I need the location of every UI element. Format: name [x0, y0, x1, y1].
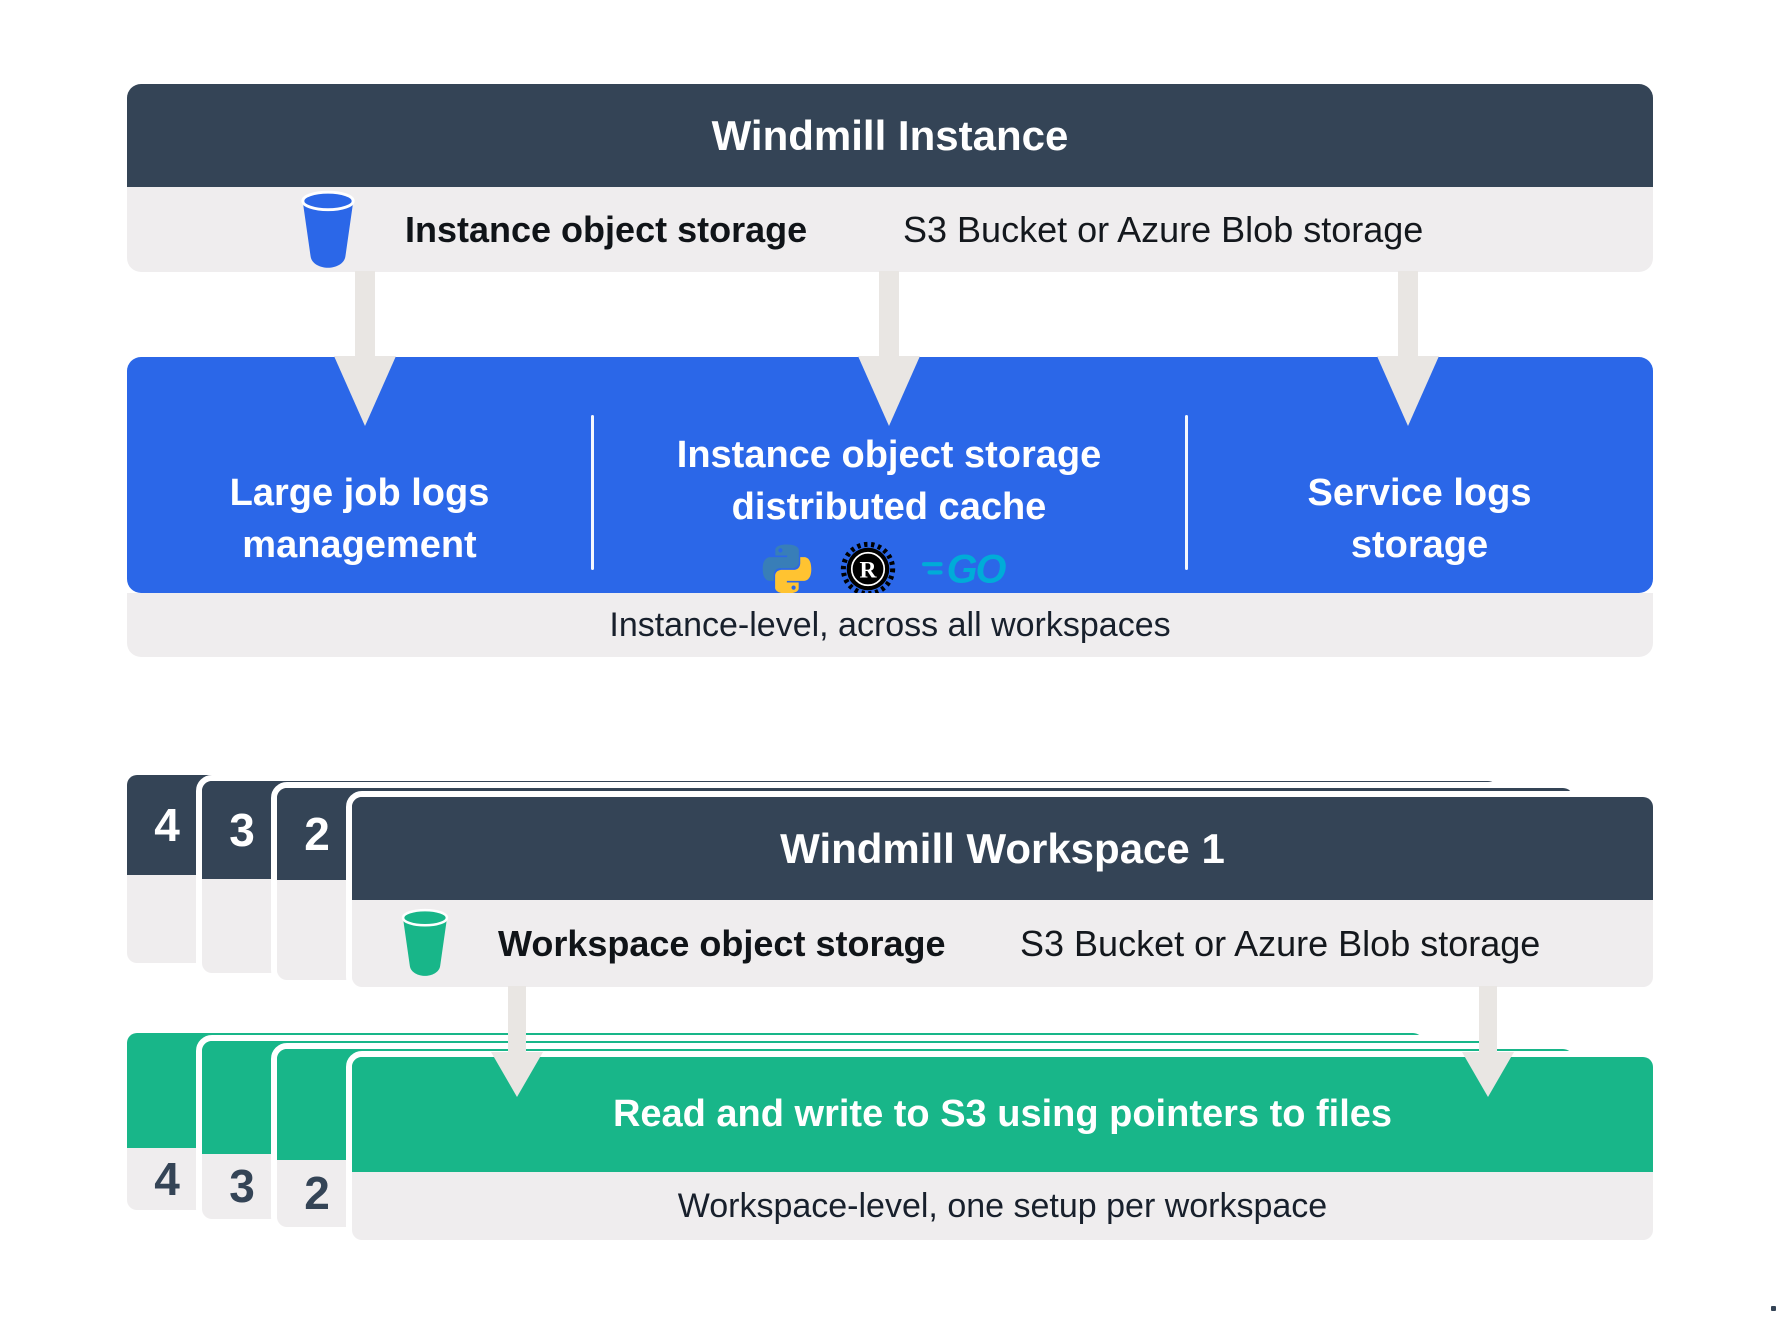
down-arrow-shaft [508, 986, 526, 1058]
column-divider [1185, 415, 1188, 570]
green-sheet-number: 2 [304, 1167, 330, 1219]
workspace-number: 3 [229, 804, 255, 856]
workspace-card-1: Windmill Workspace 1 Workspace object st… [346, 791, 1659, 993]
instance-storage-label: Instance object storage [405, 209, 808, 250]
feature-distributed-cache: Instance object storage distributed cach… [592, 429, 1186, 611]
feature-service-logs: Service logs storage [1307, 472, 1532, 566]
green-card-title-area: Read and write to S3 using pointers to f… [352, 1057, 1653, 1172]
green-sheet-number: 4 [154, 1153, 180, 1205]
instance-storage-note: S3 Bucket or Azure Blob storage [903, 209, 1424, 250]
instance-level-caption: Instance-level, across all workspaces [127, 593, 1653, 657]
rust-icon: R [840, 541, 896, 611]
instance-card-title: Windmill Instance [711, 112, 1069, 159]
svg-text:GO: GO [947, 548, 1007, 591]
down-arrow-shaft [879, 271, 899, 367]
workspace-card-header: Windmill Workspace 1 [352, 797, 1653, 900]
instance-storage-bar: Instance object storage S3 Bucket or Azu… [127, 187, 1653, 272]
python-icon [760, 542, 814, 610]
green-sheet-number: 3 [229, 1160, 255, 1212]
down-arrow-icon [858, 356, 920, 426]
down-arrow-shaft [1398, 271, 1418, 367]
instance-card-header: Windmill Instance [127, 84, 1653, 187]
corner-dot [1771, 1306, 1776, 1311]
workspace-bucket-icon [398, 906, 452, 985]
go-icon: GO [922, 547, 1018, 605]
green-card-title: Read and write to S3 using pointers to f… [612, 1093, 1393, 1135]
workspace-level-caption: Workspace-level, one setup per workspace [352, 1172, 1653, 1240]
language-icons-row: R GO [592, 541, 1186, 611]
workspace-storage-label: Workspace object storage [498, 923, 946, 964]
down-arrow-icon [334, 356, 396, 426]
green-card-main: Read and write to S3 using pointers to f… [346, 1051, 1659, 1246]
down-arrow-icon [491, 1052, 543, 1097]
workspace-storage-bar: Workspace object storage S3 Bucket or Az… [352, 900, 1653, 987]
workspace-title: Windmill Workspace 1 [780, 825, 1225, 872]
column-divider [591, 415, 594, 570]
down-arrow-shaft [355, 271, 375, 367]
down-arrow-shaft [1479, 986, 1497, 1058]
feature-large-job-logs: Large job logs management [229, 472, 490, 566]
workspace-number: 2 [304, 808, 330, 860]
down-arrow-icon [1462, 1052, 1514, 1097]
instance-bucket-icon [297, 190, 359, 275]
svg-text:R: R [860, 557, 878, 583]
down-arrow-icon [1377, 356, 1439, 426]
workspace-number: 4 [154, 799, 180, 851]
workspace-storage-note: S3 Bucket or Azure Blob storage [1020, 923, 1541, 964]
